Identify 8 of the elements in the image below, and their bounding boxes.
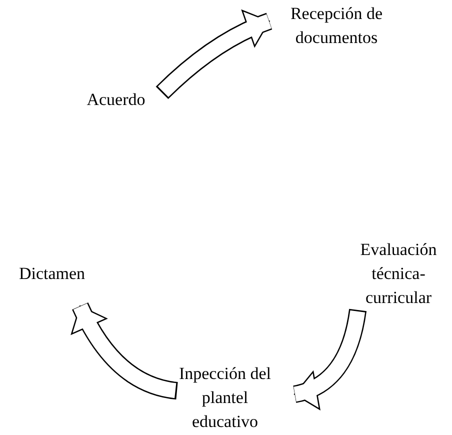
step-label: Recepción de documentos: [290, 3, 383, 49]
step-label: Acuerdo: [86, 89, 146, 111]
block-arrow: [292, 308, 367, 408]
step-label: Dictamen: [18, 263, 86, 285]
step-label: Evaluación técnica-curricular: [359, 239, 438, 309]
block-arrow: [156, 10, 272, 100]
block-arrow: [72, 302, 178, 400]
step-label: Inpección del plantel educativo: [178, 363, 272, 433]
